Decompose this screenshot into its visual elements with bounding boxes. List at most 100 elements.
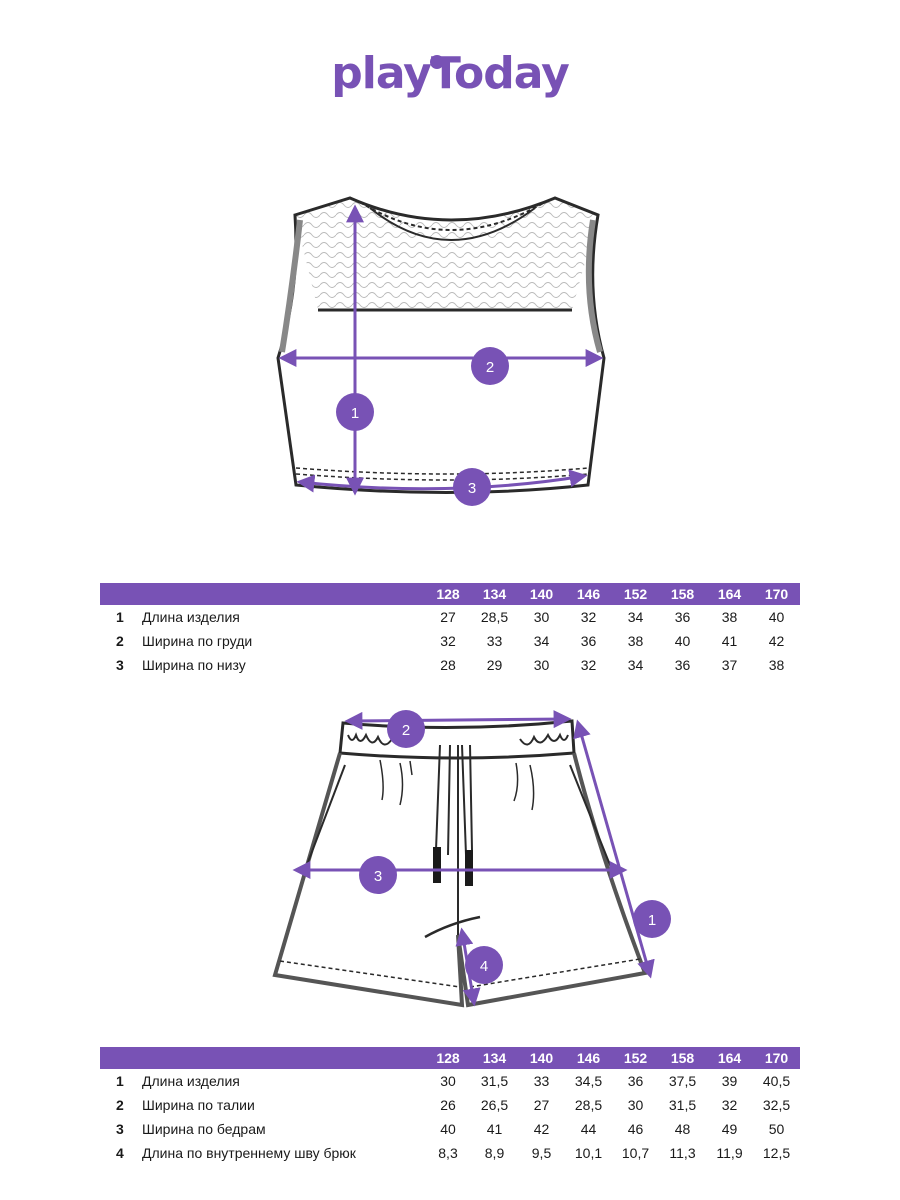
marker-label: 3 xyxy=(374,868,382,885)
size-header: 140 xyxy=(529,586,554,602)
marker-label: 1 xyxy=(351,405,359,422)
marker-badge: 4 xyxy=(465,946,503,984)
table-row: 4 Длина по внутреннему шву брюк 8,3 8,9 … xyxy=(100,1141,800,1165)
row-label: Ширина по бедрам xyxy=(142,1121,266,1137)
table-header-row: 128 134 140 146 152 158 164 170 xyxy=(100,583,800,605)
row-label: Ширина по талии xyxy=(142,1097,255,1113)
brand-logo-dot xyxy=(430,55,444,69)
marker-label: 1 xyxy=(648,912,656,929)
cell-value: 48 xyxy=(674,1121,691,1137)
row-label: Ширина по низу xyxy=(142,657,246,673)
cell-value: 31,5 xyxy=(480,1073,509,1089)
marker-label: 4 xyxy=(480,958,488,975)
cell-value: 38 xyxy=(721,609,738,625)
marker-badge: 2 xyxy=(471,347,509,385)
cell-value: 49 xyxy=(721,1121,738,1137)
cell-value: 42 xyxy=(768,633,785,649)
row-number: 1 xyxy=(116,609,124,625)
marker-label: 2 xyxy=(486,359,494,376)
crop-top-drawing: 1 2 3 xyxy=(276,196,606,506)
size-header: 164 xyxy=(717,1050,742,1066)
cell-value: 34 xyxy=(627,657,644,673)
table-row: 2 Ширина по груди 32 33 34 36 38 40 41 4… xyxy=(100,629,800,653)
cell-value: 11,3 xyxy=(669,1145,696,1161)
cell-value: 37,5 xyxy=(668,1073,697,1089)
size-header: 152 xyxy=(623,1050,648,1066)
cell-value: 40 xyxy=(768,609,785,625)
row-number: 4 xyxy=(116,1145,124,1161)
cell-value: 33 xyxy=(486,633,503,649)
cell-value: 27 xyxy=(440,609,456,625)
cell-value: 32 xyxy=(440,633,456,649)
size-header: 170 xyxy=(764,586,789,602)
crop-top-size-table: 128 134 140 146 152 158 164 170 1 Длина … xyxy=(100,583,800,677)
cell-value: 32 xyxy=(721,1097,738,1113)
table-row: 1 Длина изделия 30 31,5 33 34,5 36 37,5 … xyxy=(100,1069,800,1093)
cell-value: 32 xyxy=(580,657,597,673)
cell-value: 46 xyxy=(627,1121,644,1137)
cell-value: 28 xyxy=(440,657,456,673)
cell-value: 40 xyxy=(440,1121,456,1137)
table-header-row: 128 134 140 146 152 158 164 170 xyxy=(100,1047,800,1069)
cell-value: 32,5 xyxy=(762,1097,791,1113)
marker-badge: 3 xyxy=(453,468,491,506)
cell-value: 36 xyxy=(580,633,597,649)
size-header: 134 xyxy=(482,586,507,602)
table-row: 2 Ширина по талии 26 26,5 27 28,5 30 31,… xyxy=(100,1093,800,1117)
cell-value: 30 xyxy=(533,609,550,625)
shorts-drawing: 1 2 3 4 xyxy=(272,710,671,1008)
brand-logo: playToday xyxy=(0,52,900,96)
row-label: Длина по внутреннему шву брюк xyxy=(142,1145,356,1161)
row-label: Длина изделия xyxy=(142,1073,240,1089)
marker-badge: 3 xyxy=(359,856,397,894)
cell-value: 8,9 xyxy=(484,1145,505,1161)
cell-value: 34 xyxy=(533,633,550,649)
cell-value: 36 xyxy=(674,657,691,673)
marker-badge: 1 xyxy=(336,393,374,431)
cell-value: 26 xyxy=(440,1097,456,1113)
cell-value: 29 xyxy=(486,657,503,673)
cell-value: 33 xyxy=(533,1073,550,1089)
cell-value: 8,3 xyxy=(438,1145,458,1161)
crop-top-outline xyxy=(276,196,606,494)
size-header: 146 xyxy=(576,586,601,602)
cell-value: 41 xyxy=(721,633,738,649)
cell-value: 38 xyxy=(768,657,785,673)
table-row: 1 Длина изделия 27 28,5 30 32 34 36 38 4… xyxy=(100,605,800,629)
cell-value: 28,5 xyxy=(480,609,509,625)
cell-value: 37 xyxy=(721,657,738,673)
cell-value: 26,5 xyxy=(480,1097,509,1113)
row-label: Длина изделия xyxy=(142,609,240,625)
cell-value: 10,1 xyxy=(574,1145,603,1161)
size-header: 146 xyxy=(576,1050,601,1066)
row-number: 1 xyxy=(116,1073,124,1089)
cell-value: 50 xyxy=(768,1121,785,1137)
size-header: 140 xyxy=(529,1050,554,1066)
cell-value: 32 xyxy=(580,609,597,625)
marker-badge: 2 xyxy=(387,710,425,748)
marker-label: 2 xyxy=(402,722,410,739)
cell-value: 31,5 xyxy=(668,1097,697,1113)
cell-value: 41 xyxy=(486,1121,503,1137)
cell-value: 39 xyxy=(721,1073,738,1089)
row-number: 3 xyxy=(116,657,124,673)
cell-value: 36 xyxy=(674,609,691,625)
marker-label: 3 xyxy=(468,480,476,497)
cell-value: 27 xyxy=(533,1097,550,1113)
size-header: 152 xyxy=(623,586,648,602)
cell-value: 9,5 xyxy=(531,1145,552,1161)
cell-value: 34 xyxy=(627,609,644,625)
cell-value: 40 xyxy=(674,633,691,649)
size-header: 134 xyxy=(482,1050,507,1066)
cell-value: 12,5 xyxy=(762,1145,791,1161)
row-number: 3 xyxy=(116,1121,124,1137)
size-header: 158 xyxy=(670,1050,695,1066)
cell-value: 28,5 xyxy=(574,1097,603,1113)
row-label: Ширина по груди xyxy=(142,633,253,649)
cell-value: 30 xyxy=(627,1097,644,1113)
cell-value: 42 xyxy=(533,1121,550,1137)
cell-value: 30 xyxy=(533,657,550,673)
cell-value: 40,5 xyxy=(762,1073,791,1089)
row-number: 2 xyxy=(116,633,124,649)
cell-value: 38 xyxy=(627,633,644,649)
